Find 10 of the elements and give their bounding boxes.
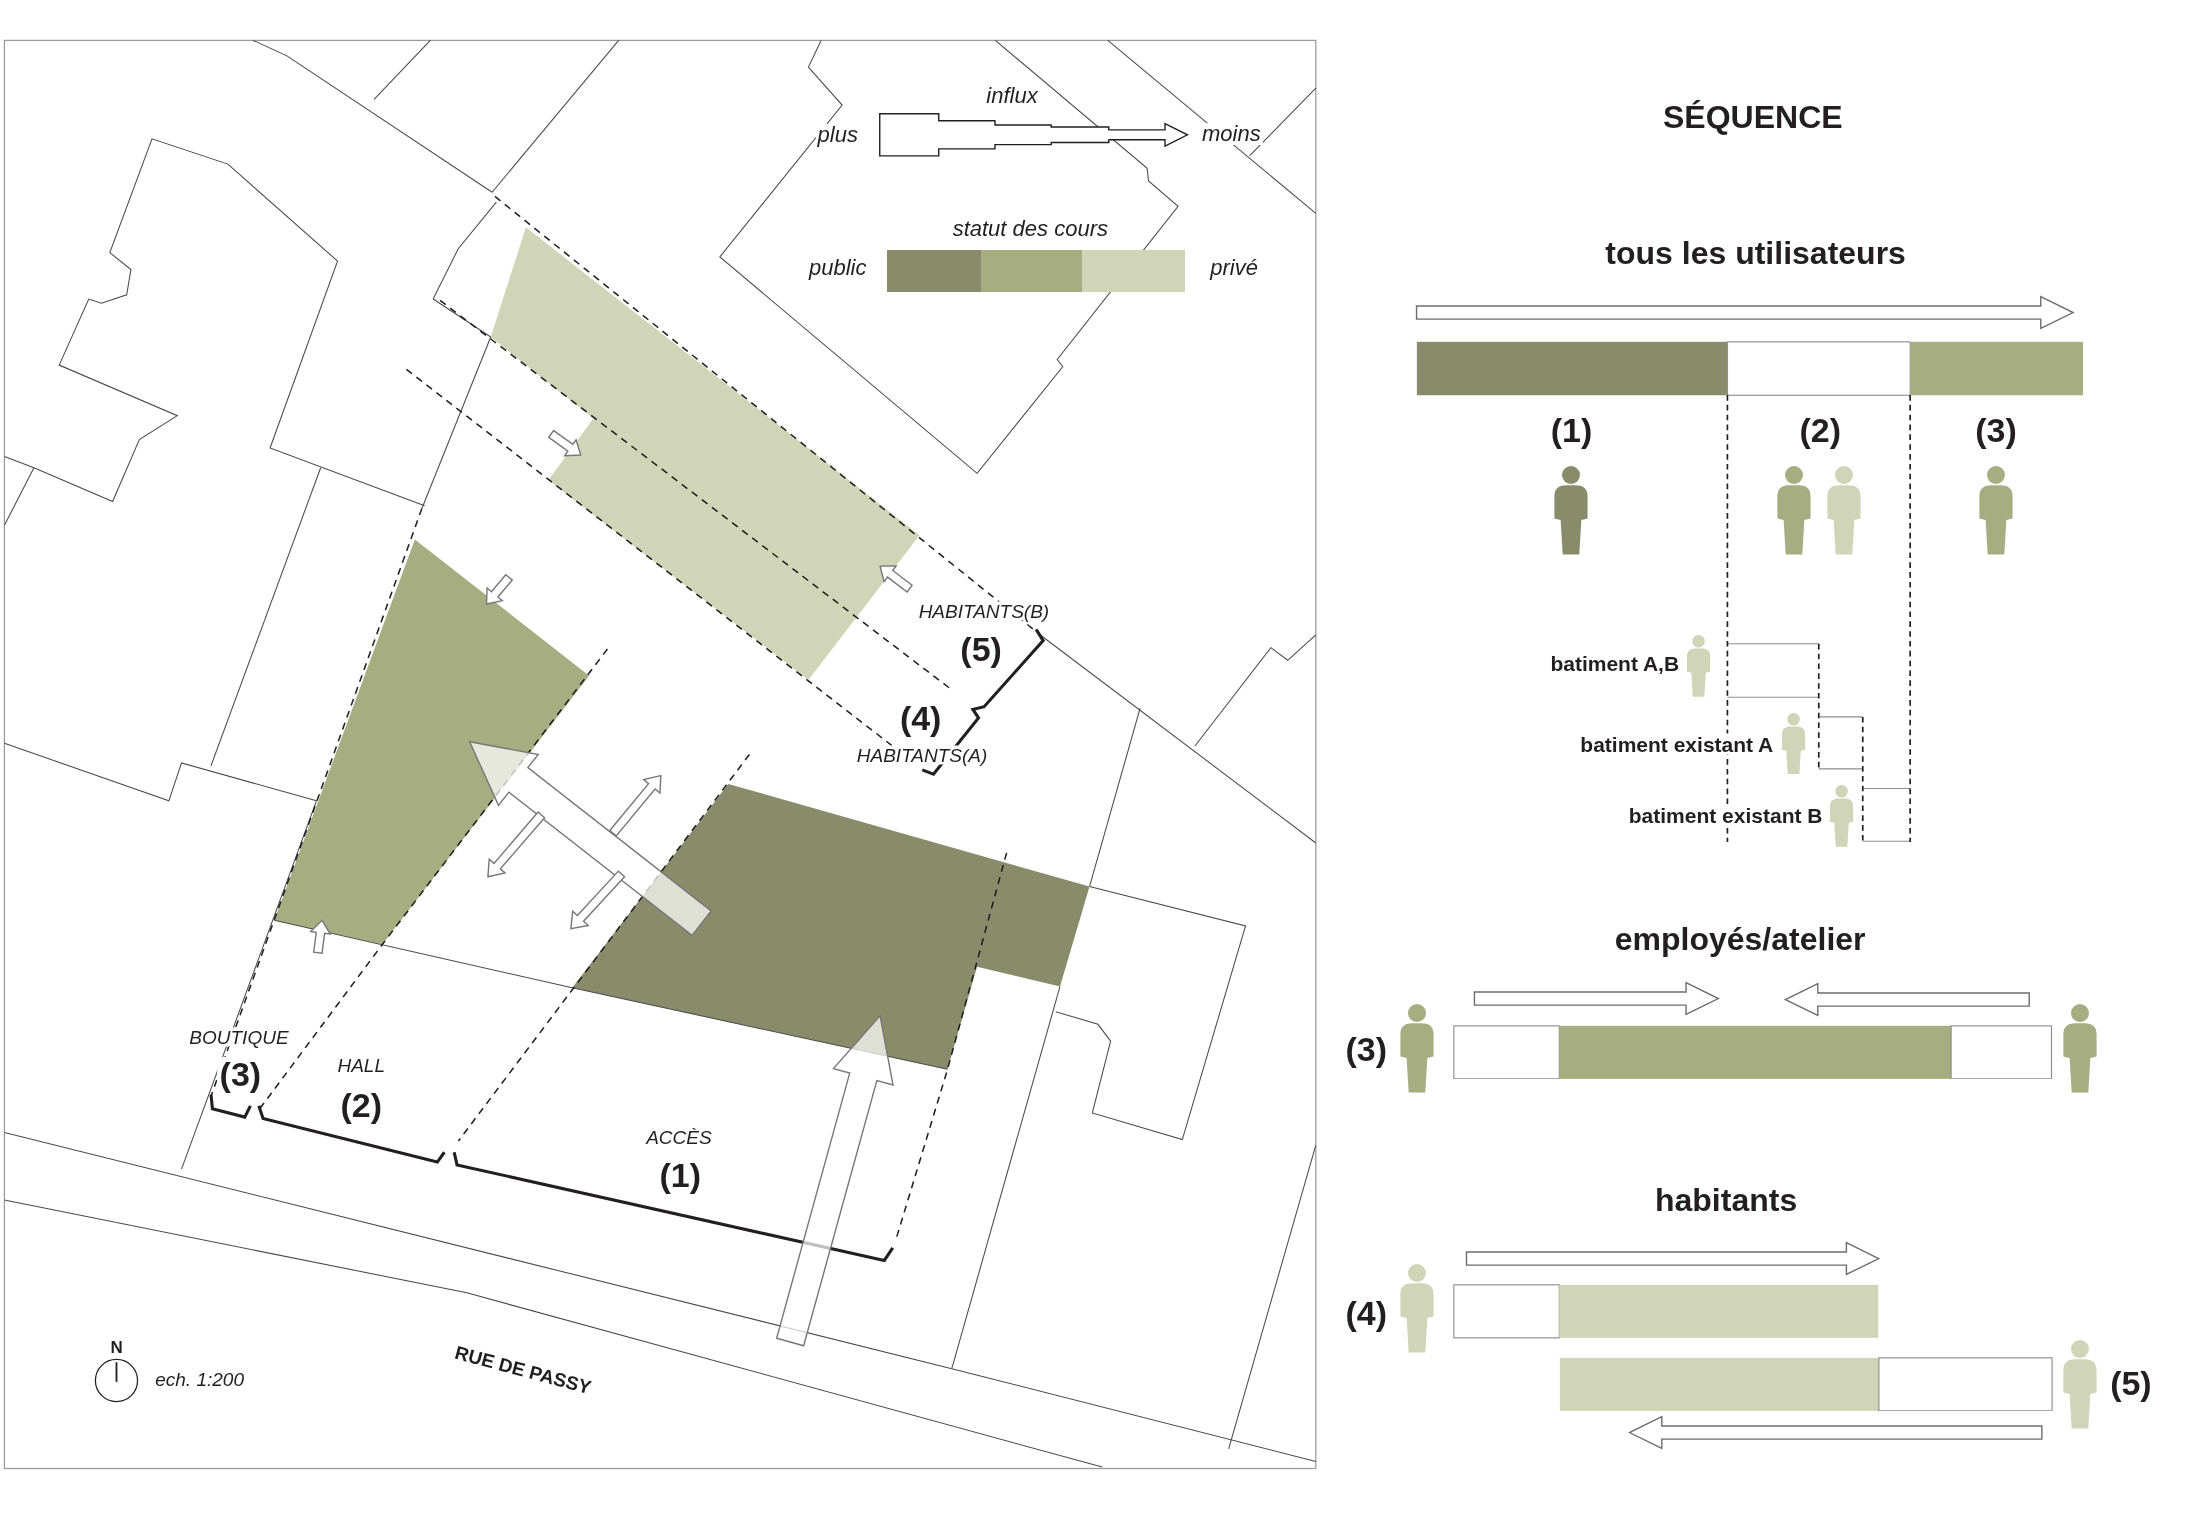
legend-label: public [807, 257, 869, 280]
area-label: BOUTIQUE [187, 1027, 291, 1047]
map-key-text: moins [1199, 122, 1263, 145]
row-label: batiment existant A [1578, 733, 1776, 755]
area-label: HABITANTS(A) [854, 745, 990, 765]
map-key-text: plus [815, 123, 860, 146]
title: SÉQUENCE [1663, 100, 1843, 133]
area-label: ACCÈS [644, 1127, 714, 1147]
north-label: N [108, 1338, 125, 1356]
legend-label: privé [1208, 257, 1260, 280]
